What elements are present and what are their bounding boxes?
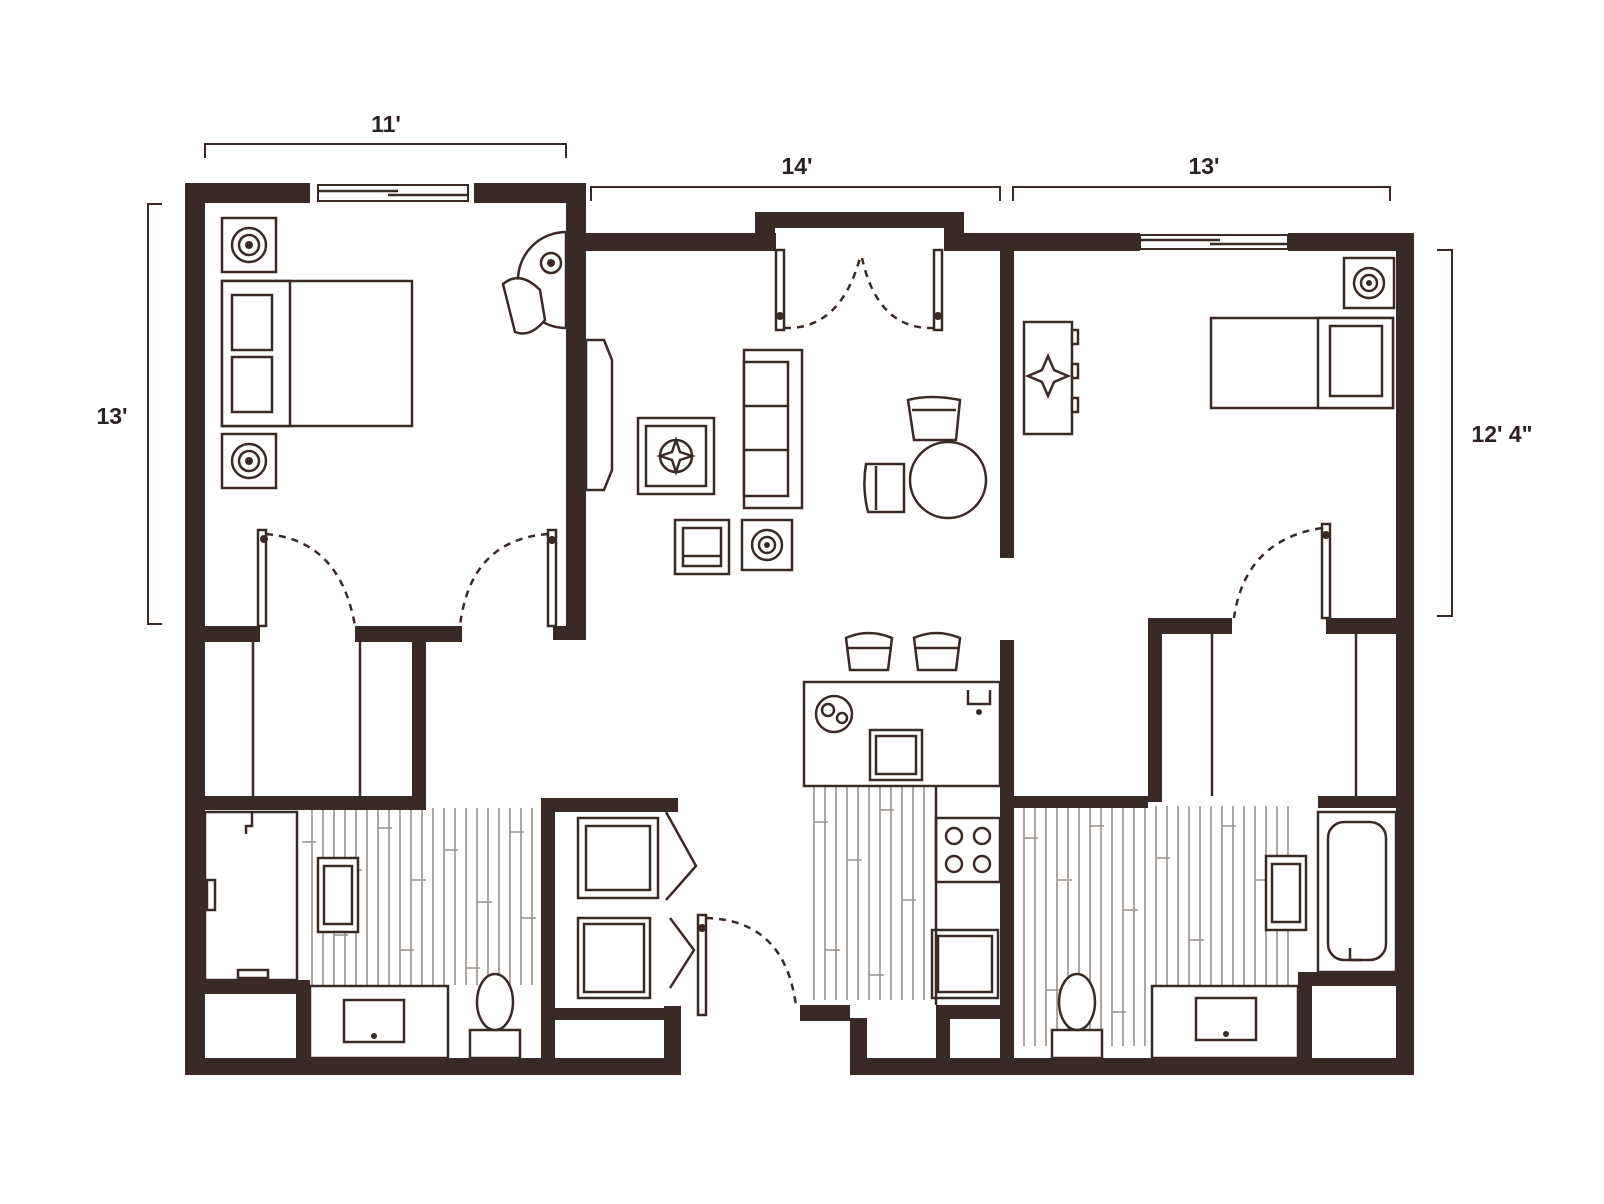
toilet-right <box>1050 972 1104 1060</box>
bath-mat-left <box>316 856 360 934</box>
right-bedroom-closet-doors <box>1210 634 1358 796</box>
washer <box>576 816 660 900</box>
door-left-bedroom-a <box>256 528 357 628</box>
walls <box>185 183 1414 1075</box>
door-left-bedroom-b <box>458 528 558 628</box>
fireplace <box>584 338 614 492</box>
dimension-right-bedroom-depth: 12' 4" <box>1471 421 1532 447</box>
entry-door-left <box>774 248 862 332</box>
door-laundry-hall <box>696 913 798 1017</box>
window-right-bedroom <box>1139 234 1289 250</box>
door-right-bedroom <box>1232 522 1332 620</box>
bar-stools <box>844 631 962 672</box>
dimension-left-bedroom-depth: 13' <box>96 403 127 429</box>
shower-left <box>203 810 299 982</box>
laundry-bifold-doors <box>664 811 698 989</box>
vanity-sink-right <box>1150 984 1300 1060</box>
bed-left <box>220 279 414 428</box>
dimension-lines <box>147 143 1453 625</box>
corner-desk-chair <box>501 230 568 335</box>
kitchen-counter <box>802 680 1002 788</box>
dining-chair-top <box>906 395 962 442</box>
left-bedroom-closet-doors <box>251 640 362 796</box>
toilet-left <box>468 972 522 1060</box>
sofa <box>742 348 804 510</box>
dimension-left-bedroom-width: 11' <box>371 111 401 137</box>
nightstand-lamp-bottom-left <box>220 432 278 490</box>
entry-door-right <box>860 248 944 332</box>
dining-table <box>908 440 988 520</box>
window-left-bedroom <box>317 184 469 202</box>
dimension-living-width: 14' <box>781 153 812 179</box>
tile-floor-kitchen <box>813 786 925 1000</box>
armchair <box>673 518 731 576</box>
nightstand-lamp-right <box>1342 256 1396 310</box>
bathtub-right <box>1316 810 1398 974</box>
bed-right <box>1209 316 1395 410</box>
stove <box>934 816 1002 884</box>
dimension-right-bedroom-width: 13' <box>1188 153 1219 179</box>
coffee-table-with-plant <box>636 416 716 496</box>
refrigerator <box>930 928 1000 1000</box>
vanity-sink-left <box>308 984 450 1060</box>
side-table-lamp <box>740 518 794 572</box>
nightstand-lamp-top-left <box>220 216 278 274</box>
bath-mat-right <box>1264 854 1308 932</box>
dining-chair-left <box>863 462 906 514</box>
dresser-with-plant <box>1022 320 1080 436</box>
dryer <box>576 916 652 1000</box>
